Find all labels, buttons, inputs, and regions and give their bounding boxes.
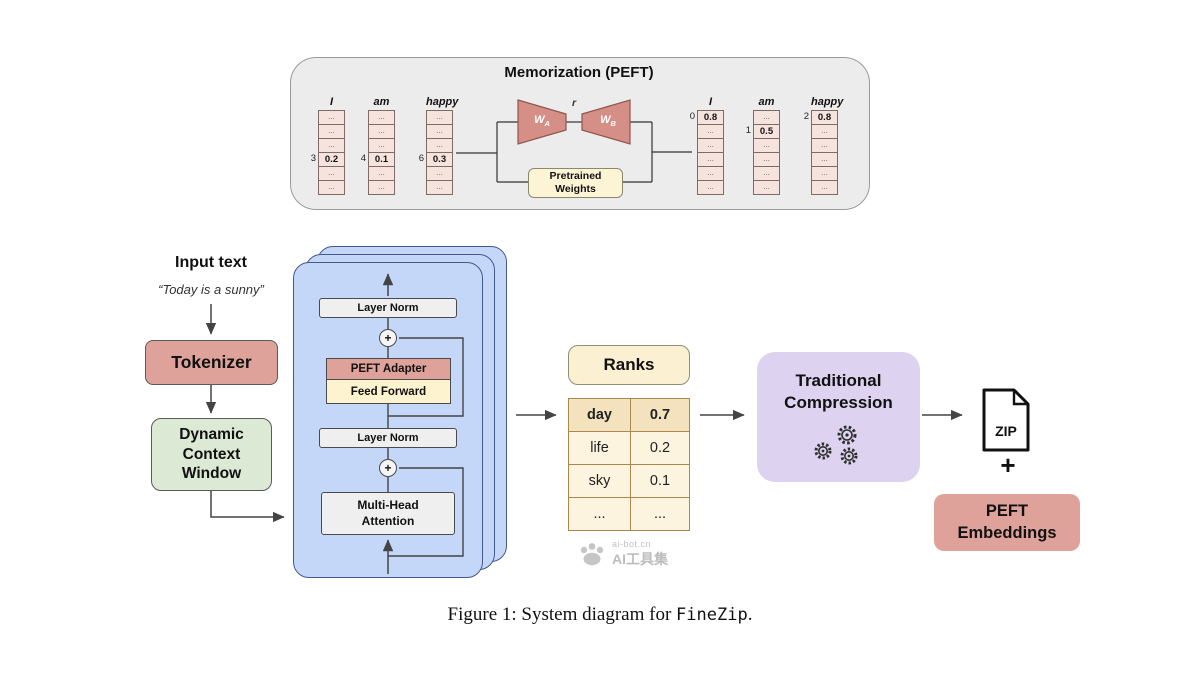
tokenizer-box: Tokenizer	[145, 340, 278, 385]
ranks-table: day 0.7 life 0.2 sky 0.1......	[568, 398, 690, 531]
ranks-cell: 0.1	[630, 465, 689, 497]
svg-text:ZIP: ZIP	[995, 423, 1017, 439]
layer-norm-bottom-box: Layer Norm	[319, 428, 457, 448]
transformer-wiring	[387, 318, 464, 557]
ranks-cell: ...	[630, 498, 689, 530]
lora-rank-label: r	[571, 97, 577, 109]
ranks-row: day 0.7	[569, 399, 689, 431]
input-text-quote: “Today is a sunny”	[158, 282, 264, 297]
paw-watermark-icon	[580, 543, 604, 566]
multi-head-attention-box: Multi-Head Attention	[321, 492, 455, 535]
watermark-text: ai-bot.cn AI工具集	[612, 539, 668, 569]
gears-icon	[814, 425, 857, 465]
watermark-name: AI工具集	[612, 551, 668, 567]
ranks-cell: ...	[593, 506, 606, 522]
lora-a-label: WA	[534, 114, 550, 129]
memorization-title: Memorization (PEFT)	[504, 64, 654, 81]
caption-code: FineZip	[676, 605, 748, 625]
ranks-title-box: Ranks	[568, 345, 690, 385]
ranks-cell: life	[590, 440, 609, 456]
peft-adapter-box: PEFT Adapter	[326, 358, 451, 380]
ranks-row: sky 0.1	[569, 464, 689, 497]
layer-norm-top-box: Layer Norm	[319, 298, 457, 318]
ranks-cell: 0.7	[630, 399, 689, 431]
ranks-cell: 0.2	[630, 432, 689, 464]
peft-embeddings-box: PEFT Embeddings	[934, 494, 1080, 551]
ranks-row: ......	[569, 497, 689, 530]
feed-forward-box: Feed Forward	[326, 379, 451, 404]
input-text-label: Input text	[175, 254, 247, 271]
figure-caption: Figure 1: System diagram for FineZip.	[0, 604, 1200, 626]
residual-add-bottom-icon: +	[379, 459, 397, 477]
residual-add-top-icon: +	[379, 329, 397, 347]
ranks-cell: sky	[588, 473, 611, 489]
lora-b-matrix	[581, 99, 631, 145]
ranks-cell: day	[587, 407, 612, 423]
caption-suffix: .	[747, 604, 753, 625]
pipeline-arrows	[205, 273, 963, 574]
lora-b-label: WB	[600, 114, 616, 129]
dynamic-context-window-box: Dynamic Context Window	[151, 418, 272, 491]
traditional-compression-label: Traditional Compression	[784, 371, 893, 413]
watermark-site: ai-bot.cn	[612, 539, 652, 549]
lora-a-matrix	[517, 99, 567, 145]
pretrained-weights-box: Pretrained Weights	[528, 168, 623, 198]
ranks-row: life 0.2	[569, 431, 689, 464]
memorization-wiring	[456, 121, 692, 183]
plus-sign: +	[1000, 449, 1016, 480]
caption-prefix: Figure 1: System diagram for	[447, 604, 677, 625]
zip-file-icon: ZIP	[979, 388, 1033, 457]
traditional-compression-box: Traditional Compression	[757, 352, 920, 482]
